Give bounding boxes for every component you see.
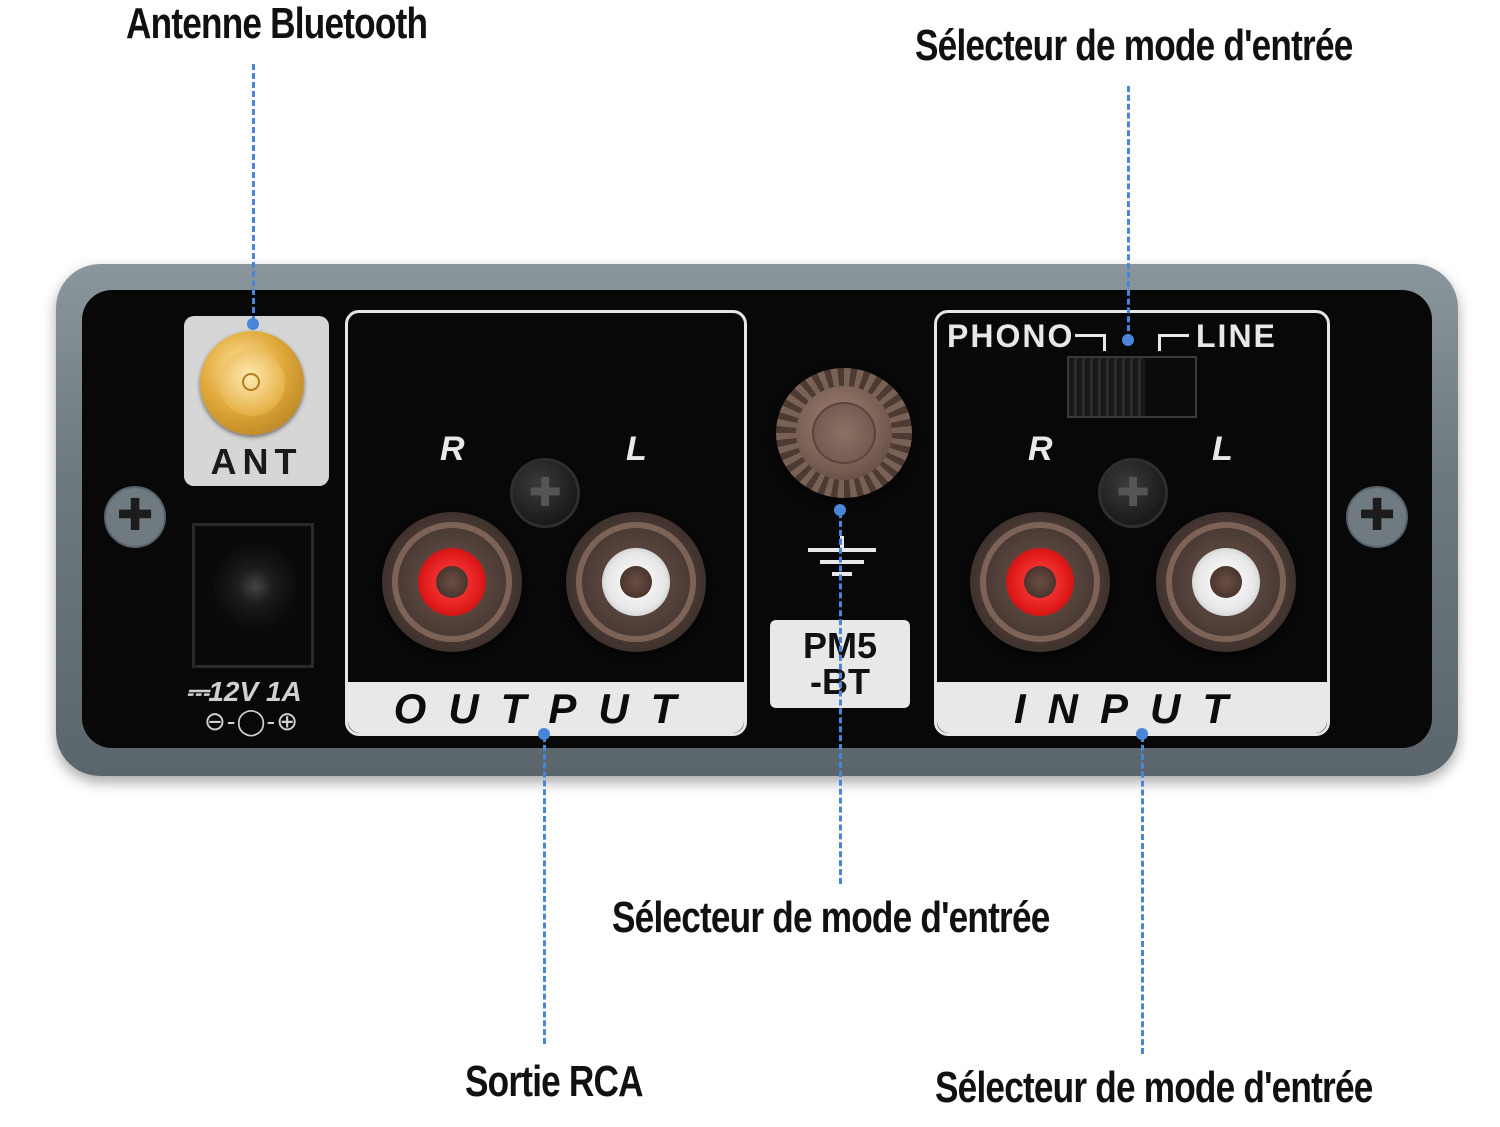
selector-middle-leader-dot: [834, 504, 846, 516]
input-rca-right-jack[interactable]: [970, 512, 1110, 652]
callout-selector-middle: Sélecteur de mode d'entrée: [612, 893, 1050, 942]
left-mounting-screw-icon: ✚: [104, 486, 166, 548]
input-panel-screw-icon: ✚: [1098, 458, 1168, 528]
selector-bottom-leader-dot: [1136, 728, 1148, 740]
antenna-connector-pin: [242, 373, 260, 391]
antenna-leader-dot: [247, 318, 259, 330]
rca-output-leader-dot: [538, 728, 550, 740]
right-mounting-screw-icon: ✚: [1346, 486, 1408, 548]
switch-line-label: LINE: [1196, 318, 1277, 354]
output-right-label: R: [440, 430, 465, 468]
phono-bracket: [1075, 334, 1106, 351]
rca-pin: [1210, 566, 1242, 598]
rca-pin: [620, 566, 652, 598]
selector-top-leader-dot: [1122, 334, 1134, 346]
switch-knob[interactable]: [1069, 358, 1145, 416]
rca-pin: [1024, 566, 1056, 598]
antenna-leader-line: [252, 64, 255, 322]
rca-output-leader-line: [543, 736, 546, 1044]
input-label: INPUT: [937, 682, 1327, 733]
switch-phono-label: PHONO: [947, 318, 1075, 354]
selector-middle-leader-line: [839, 512, 842, 884]
input-right-label: R: [1028, 430, 1053, 468]
ground-terminal-center: [812, 402, 876, 464]
rca-pin: [436, 566, 468, 598]
callout-rca-output: Sortie RCA: [465, 1057, 644, 1106]
input-left-label: L: [1212, 430, 1233, 468]
output-left-label: L: [626, 430, 647, 468]
output-rca-left-jack[interactable]: [566, 512, 706, 652]
output-label: OUTPUT: [348, 682, 744, 733]
dc-jack-socket-icon: [214, 545, 296, 627]
callout-bluetooth-antenna: Antenne Bluetooth: [126, 0, 428, 48]
input-rca-left-jack[interactable]: [1156, 512, 1296, 652]
ground-symbol-icon: [808, 536, 876, 576]
polarity-icon: ⊖-◯-⊕: [204, 706, 299, 736]
line-bracket: [1158, 334, 1189, 351]
input-section: [934, 310, 1330, 736]
antenna-label: ANT: [210, 441, 303, 482]
power-rating: ⎓12V 1A: [186, 676, 302, 707]
output-panel-screw-icon: ✚: [510, 458, 580, 528]
switch-track: [1145, 358, 1195, 416]
selector-top-leader-line: [1127, 86, 1130, 340]
callout-selector-top: Sélecteur de mode d'entrée: [915, 21, 1353, 70]
selector-bottom-leader-line: [1141, 736, 1144, 1054]
callout-selector-bottom: Sélecteur de mode d'entrée: [935, 1063, 1373, 1112]
output-rca-right-jack[interactable]: [382, 512, 522, 652]
